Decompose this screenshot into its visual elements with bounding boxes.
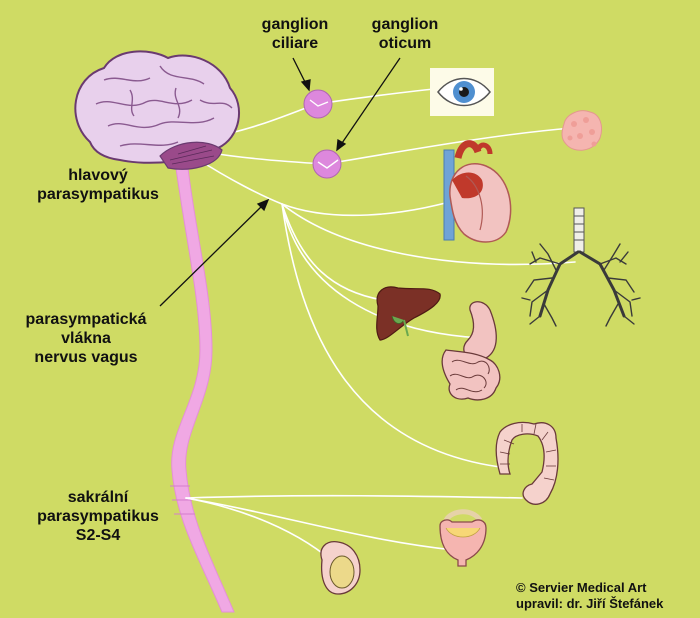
label-ganglion-oticum: ganglion oticum (360, 15, 450, 53)
eye-icon (430, 68, 494, 116)
label-sakralni-parasympatikus: sakrální parasympatikus S2-S4 (28, 488, 168, 545)
sacral-to-bladder (185, 497, 455, 551)
label-hlavovy-line1: hlavový (68, 167, 128, 184)
label-vagus-line3: nervus vagus (34, 349, 138, 366)
vagus-to-lungs (281, 203, 576, 266)
liver-icon (376, 286, 441, 341)
stomach-icon (441, 301, 501, 401)
label-ganglion-ciliare-line2: ciliare (271, 35, 319, 52)
salivary-gland-icon (561, 110, 603, 151)
testis-icon (320, 541, 361, 595)
heart-icon (443, 140, 512, 243)
lungs-icon (521, 207, 641, 327)
label-vagus-line1: parasympatická (25, 311, 147, 328)
vagus-to-colon (281, 203, 509, 469)
vagus-to-heart (281, 195, 471, 217)
label-sakralni-line3: S2-S4 (75, 527, 121, 544)
label-vagus-line2: vlákna (61, 330, 111, 347)
spinal-cord (171, 167, 235, 613)
ganglion-oticum-node (312, 149, 342, 179)
ganglion-ciliare-node (303, 89, 333, 119)
label-ganglion-ciliare-line1: ganglion (261, 16, 329, 33)
label-ganglion-oticum-line1: ganglion (371, 16, 439, 33)
credit-line2: upravil: dr. Jiří Štefánek (516, 596, 664, 611)
label-ganglion-ciliare: ganglion ciliare (250, 15, 340, 53)
label-hlavovy-parasympatikus: hlavový parasympatikus (28, 166, 168, 204)
vagus-trunk (195, 157, 283, 205)
vagus-to-stomach (281, 203, 481, 339)
label-arrows (159, 57, 401, 307)
sacral-to-colon (185, 494, 523, 499)
label-vagus: parasympatická vlákna nervus vagus (16, 310, 156, 367)
nerve-ciliare-to-eye (315, 87, 446, 105)
credit-block: © Servier Medical Art upravil: dr. Jiří … (516, 580, 663, 612)
nerve-oticum-to-gland (325, 127, 573, 165)
sacral-segments (170, 485, 195, 515)
brain-icon (74, 50, 240, 170)
label-sakralni-line2: parasympatikus (37, 508, 159, 525)
label-sakralni-line1: sakrální (67, 489, 129, 506)
colon-icon (495, 421, 559, 505)
label-ganglion-oticum-line2: oticum (378, 35, 432, 52)
vagus-to-liver (281, 203, 399, 303)
label-hlavovy-line2: parasympatikus (37, 186, 159, 203)
bladder-icon (439, 509, 487, 567)
nerve-to-ganglion-oticum (204, 151, 327, 165)
credit-line1: © Servier Medical Art (516, 580, 647, 595)
